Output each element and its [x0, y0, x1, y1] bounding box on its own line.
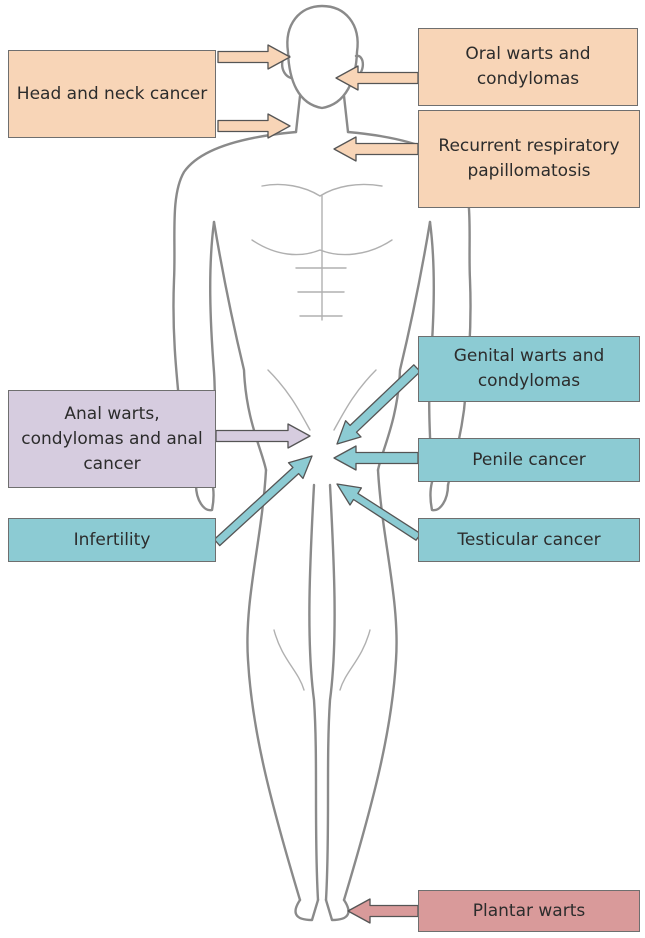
arrows: [213, 44, 422, 924]
plantar-warts-label: Plantar warts: [472, 900, 586, 921]
body-outline: [172, 4, 472, 922]
infertility-box: Infertility: [8, 518, 216, 562]
genital-warts-box: Genital warts and condylomas: [418, 336, 640, 402]
penile-cancer-label: Penile cancer: [472, 449, 586, 470]
infertility-label: Infertility: [73, 529, 151, 550]
testicular-cancer-label: Testicular cancer: [457, 529, 601, 550]
anal-cancer-label: Anal warts, condylomas and anal cancer: [21, 403, 203, 474]
head-neck-cancer-label: Head and neck cancer: [16, 83, 208, 104]
penile-cancer-box: Penile cancer: [418, 438, 640, 482]
oral-warts-box: Oral warts and condylomas: [418, 28, 638, 106]
anal-cancer-box: Anal warts, condylomas and anal cancer: [8, 390, 216, 488]
genital-warts-label: Genital warts and condylomas: [453, 346, 605, 391]
rrp-box: Recurrent respiratory papillomatosis: [418, 110, 640, 208]
oral-warts-label: Oral warts and condylomas: [465, 44, 591, 89]
plantar-warts-box: Plantar warts: [418, 890, 640, 932]
testicular-cancer-box: Testicular cancer: [418, 518, 640, 562]
head-neck-cancer-box: Head and neck cancer: [8, 50, 216, 138]
rrp-label: Recurrent respiratory papillomatosis: [438, 136, 620, 181]
muscle-detail: [251, 183, 393, 691]
